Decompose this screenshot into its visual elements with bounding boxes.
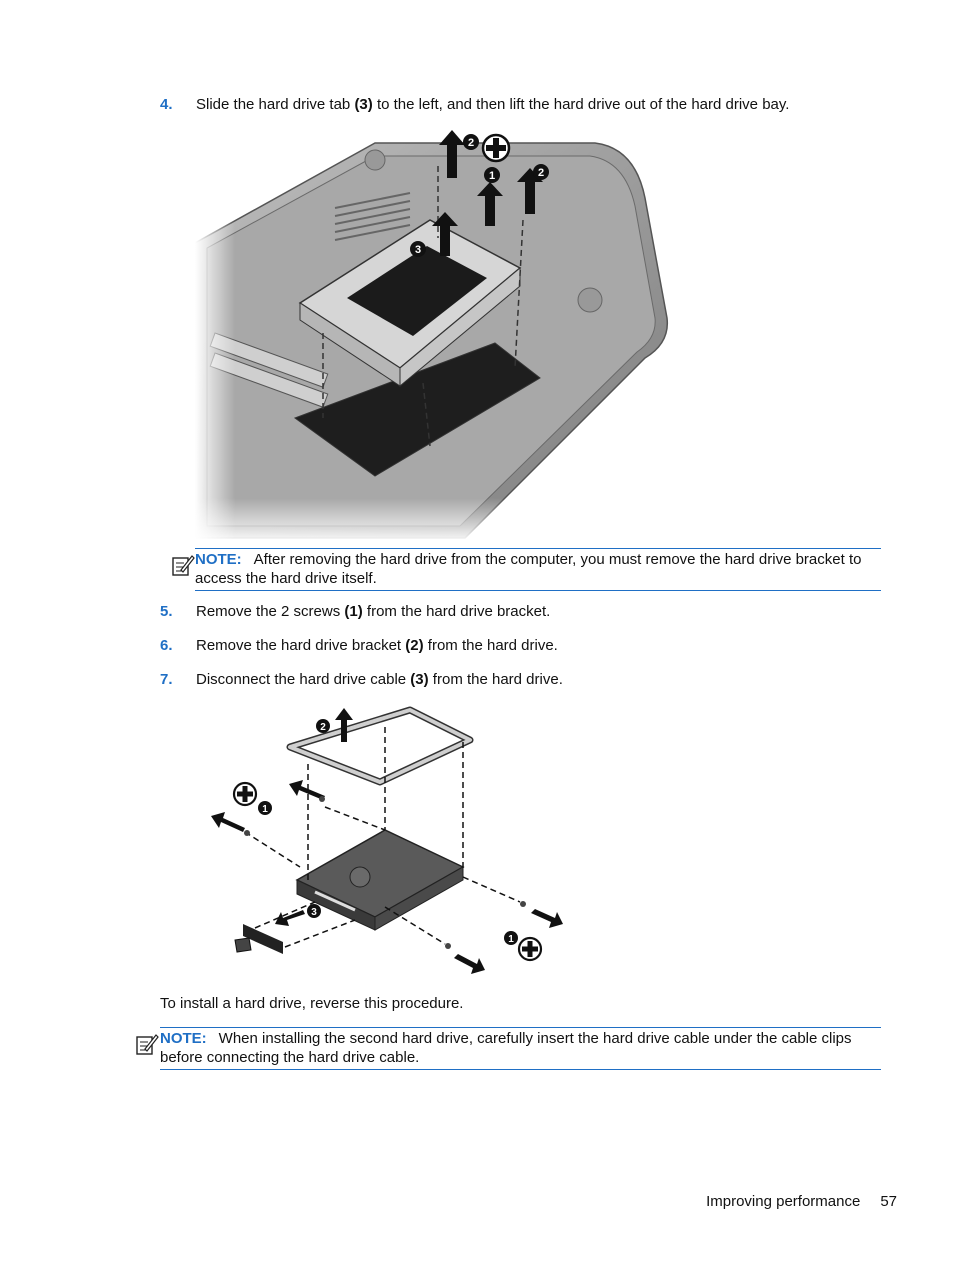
phillips-screwdriver-icon xyxy=(481,133,511,163)
phillips-screwdriver-icon xyxy=(232,781,258,807)
step-number: 7. xyxy=(160,671,173,688)
step-text: Slide the hard drive tab (3) to the left… xyxy=(196,96,790,113)
callout-1: 1 xyxy=(489,170,495,182)
step-text: Remove the 2 screws (1) from the hard dr… xyxy=(196,603,551,620)
page-number: 57 xyxy=(880,1193,897,1210)
step-number: 5. xyxy=(160,603,173,620)
note-text: When installing the second hard drive, c… xyxy=(160,1030,852,1066)
install-instruction: To install a hard drive, reverse this pr… xyxy=(160,995,464,1012)
laptop-hard-drive-removal-illustration: 2 1 2 3 xyxy=(194,128,675,543)
callout-2: 2 xyxy=(468,137,474,149)
note-callout: NOTE:When installing the second hard dri… xyxy=(160,1027,881,1070)
footer-section-title: Improving performance xyxy=(706,1193,861,1210)
step-number: 6. xyxy=(160,637,173,654)
phillips-screwdriver-icon xyxy=(517,936,543,962)
callout-1: 1 xyxy=(262,804,268,815)
callout-1: 1 xyxy=(508,934,514,945)
note-label: NOTE: xyxy=(195,551,242,568)
page-footer: Improving performance 57 xyxy=(706,1192,897,1211)
note-icon xyxy=(135,1032,159,1056)
callout-3: 3 xyxy=(311,907,317,918)
note-callout: NOTE:After removing the hard drive from … xyxy=(195,548,881,591)
step-text: Disconnect the hard drive cable (3) from… xyxy=(196,671,563,688)
callout-2: 2 xyxy=(320,722,326,733)
note-text: After removing the hard drive from the c… xyxy=(195,551,862,587)
step-number: 4. xyxy=(160,96,173,113)
hard-drive-bracket-exploded-illustration: 2 1 3 1 xyxy=(205,702,575,977)
callout-2: 2 xyxy=(538,167,544,179)
note-icon xyxy=(171,553,195,577)
step-text: Remove the hard drive bracket (2) from t… xyxy=(196,637,558,654)
callout-3: 3 xyxy=(415,244,421,256)
note-label: NOTE: xyxy=(160,1030,207,1047)
